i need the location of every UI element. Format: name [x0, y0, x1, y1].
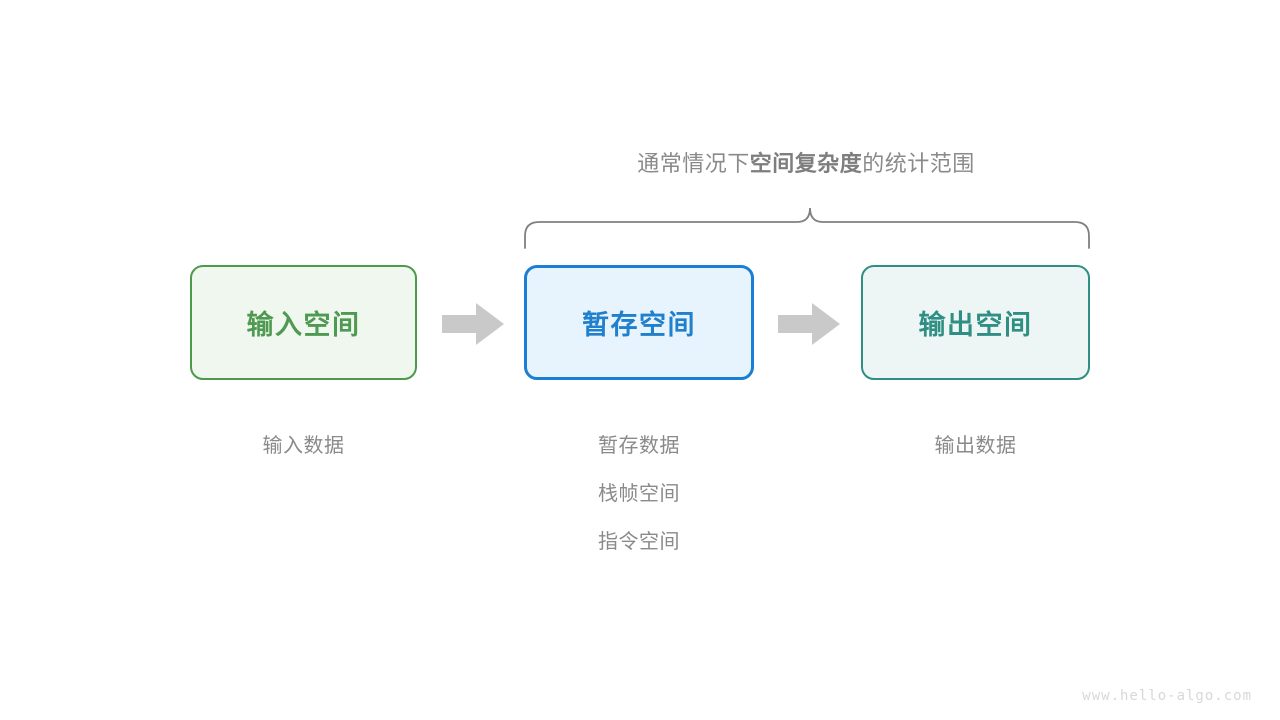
caption-line: 暂存数据	[598, 435, 680, 457]
scope-caption-suffix: 的统计范围	[862, 151, 975, 176]
scope-caption: 通常情况下空间复杂度的统计范围	[506, 148, 1106, 180]
stage-box-input[interactable]: 输入空间	[190, 265, 417, 380]
caption-line: 指令空间	[598, 531, 680, 553]
caption-column-input: 输入数据	[190, 422, 417, 470]
caption-column-output: 输出数据	[861, 422, 1090, 470]
curly-brace-up-icon	[524, 207, 1090, 249]
stage-box-temp-label: 暂存空间	[582, 310, 696, 340]
caption-line: 输入数据	[262, 435, 345, 457]
scope-caption-prefix: 通常情况下	[637, 151, 750, 176]
scope-caption-emphasis: 空间复杂度	[749, 151, 863, 176]
caption-column-temp: 暂存数据 栈帧空间 指令空间	[524, 422, 754, 566]
stage-box-output-label: 输出空间	[918, 310, 1033, 340]
right-block-arrow-icon	[778, 303, 840, 345]
stage-box-temp[interactable]: 暂存空间	[524, 265, 754, 380]
watermark: www.hello-algo.com	[1082, 688, 1252, 704]
right-block-arrow-icon	[442, 303, 504, 345]
stage-box-output[interactable]: 输出空间	[861, 265, 1090, 380]
stage-box-input-label: 输入空间	[246, 310, 361, 340]
caption-line: 栈帧空间	[598, 483, 680, 505]
caption-line: 输出数据	[934, 435, 1017, 457]
